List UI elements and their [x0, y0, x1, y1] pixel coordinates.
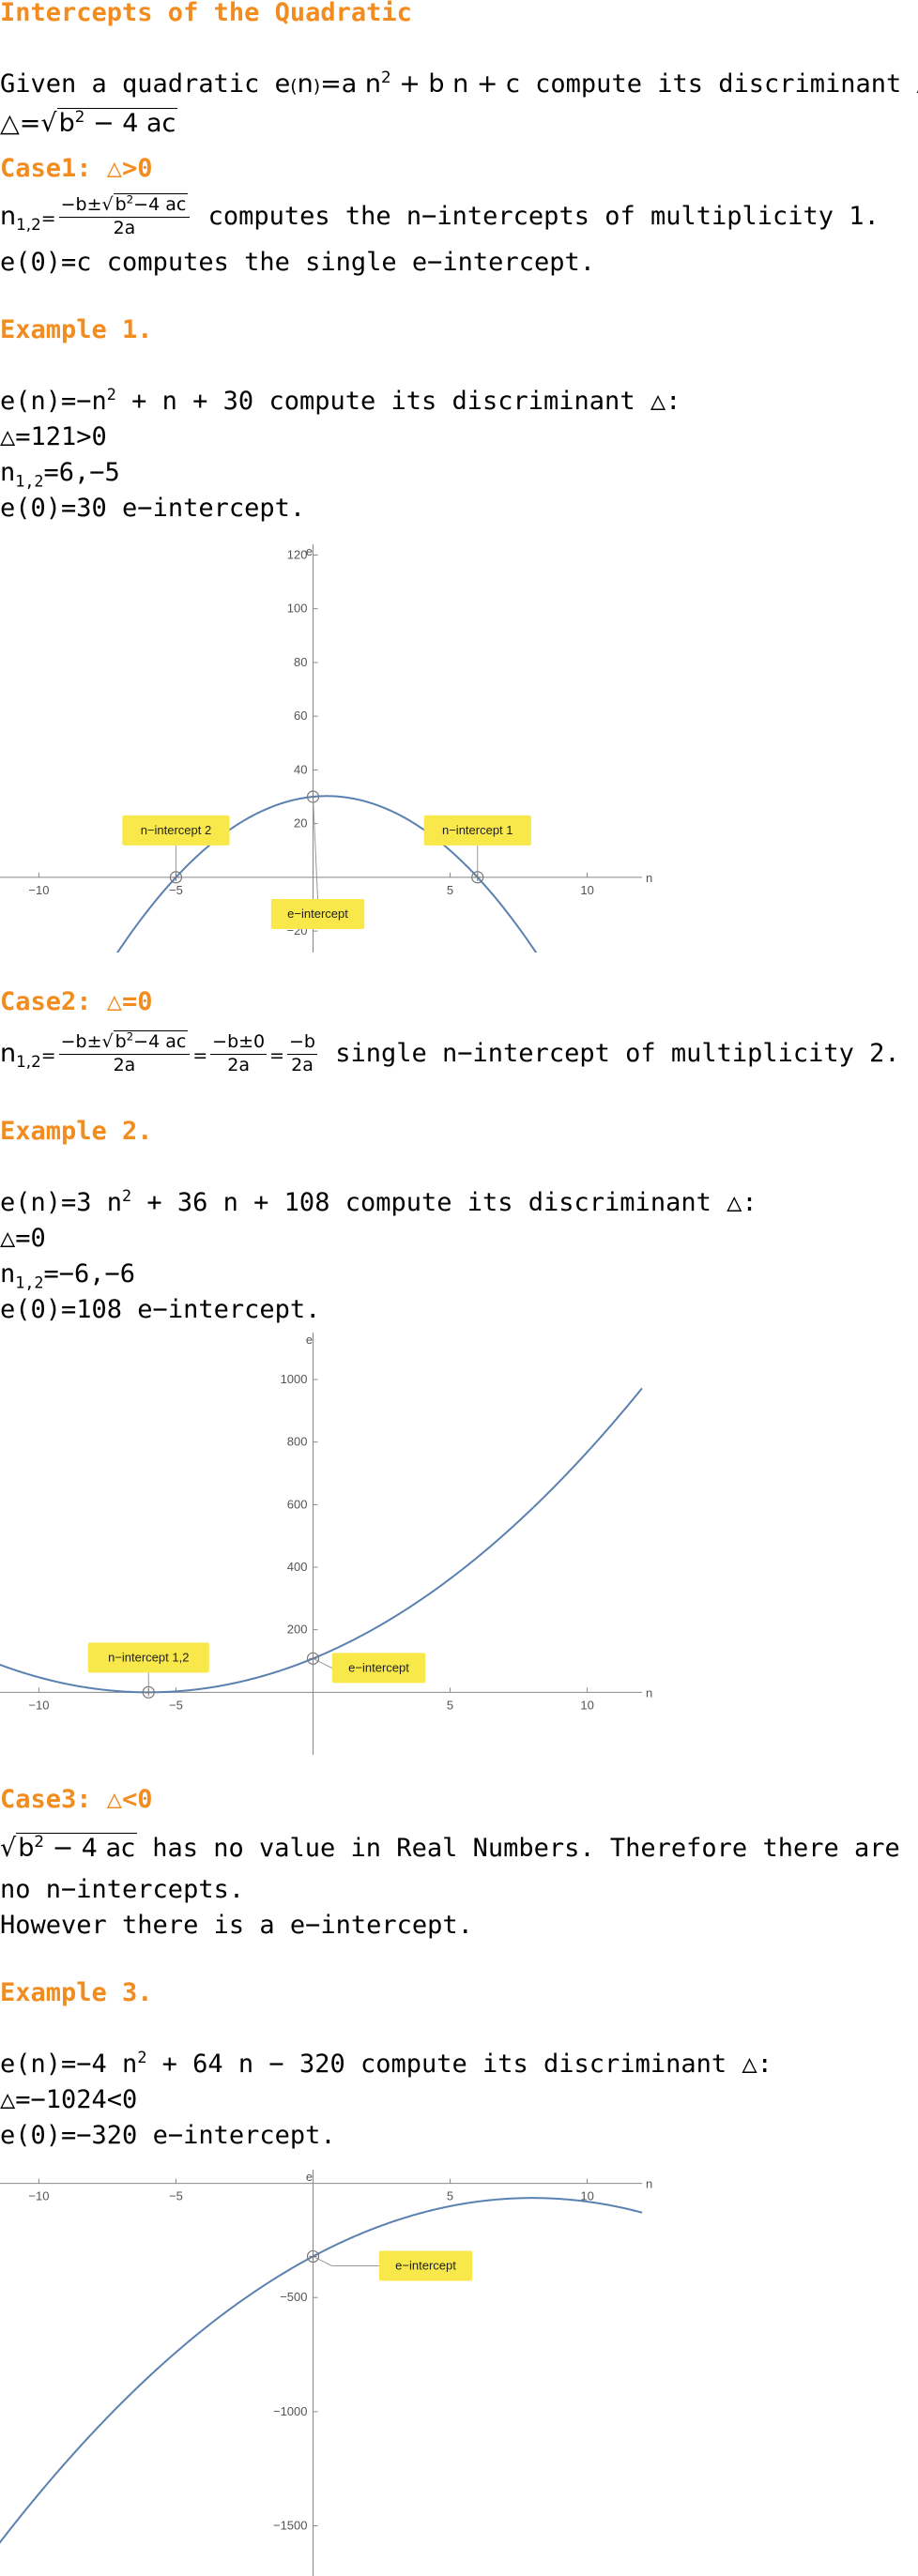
callout-box: [122, 815, 230, 846]
callout-box: [423, 815, 531, 846]
example3-header: Example 3.: [0, 1978, 153, 2007]
callout-leader: [313, 2255, 379, 2266]
x-tick-label: 5: [447, 2189, 453, 2203]
callout-label: e−intercept: [395, 2258, 456, 2272]
callout-box: [270, 899, 365, 930]
x-tick-label: 5: [447, 883, 453, 897]
example3-function: e(n)=−4 n2 + 64 n − 320 compute its disc…: [0, 2048, 773, 2079]
example2-discriminant: △=0: [0, 1224, 46, 1253]
example2-e0: e(0)=108 e−intercept.: [0, 1295, 321, 1324]
y-tick-label: 60: [294, 709, 307, 723]
x-tick-label: −10: [28, 2189, 49, 2203]
x-tick-label: −5: [169, 1698, 183, 1712]
x-tick-label: −5: [169, 883, 183, 897]
intercept-marker: [142, 1685, 155, 1699]
y-axis-label: e: [306, 2170, 313, 2184]
case3-line2: no n−intercepts.: [0, 1875, 245, 1904]
intercept-marker: [306, 1652, 320, 1665]
y-tick-label: 1000: [281, 1372, 308, 1386]
example3-discriminant: △=−1024<0: [0, 2085, 138, 2114]
callout-label: n−intercept 2: [141, 823, 212, 837]
x-tick-label: 10: [580, 1698, 593, 1712]
example3-e0: e(0)=−320 e−intercept.: [0, 2121, 336, 2150]
x-axis-label: n: [646, 871, 652, 885]
example2-function: e(n)=3 n2 + 36 n + 108 compute its discr…: [0, 1186, 757, 1217]
intercept-marker: [306, 2249, 320, 2264]
discriminant-formula: △=√b2 − 4 ac: [0, 107, 178, 138]
y-tick-label: 800: [287, 1435, 308, 1449]
case1-header: Case1: △>0: [0, 154, 153, 183]
intercept-marker: [471, 871, 484, 884]
callout-box: [331, 1653, 426, 1684]
x-tick-label: 5: [447, 1698, 453, 1712]
example1-roots: n1,2=6,−5: [0, 458, 120, 491]
y-tick-label: 80: [294, 655, 307, 669]
y-tick-label: 200: [287, 1623, 308, 1637]
callout-label: e−intercept: [348, 1660, 409, 1674]
y-tick-label: 400: [287, 1560, 308, 1574]
x-tick-label: −5: [169, 2189, 183, 2203]
x-tick-label: −10: [28, 1698, 49, 1712]
y-axis-label: e: [306, 544, 313, 558]
example1-header: Example 1.: [0, 315, 153, 344]
callout-label: e−intercept: [287, 907, 348, 921]
example1-discriminant: △=121>0: [0, 422, 107, 451]
page-title: Intercepts of the Quadratic: [0, 0, 412, 27]
quadratic-curve: [0, 2197, 643, 2544]
intro-line: Given a quadratic e(n)=a n2 + b n + c co…: [0, 68, 918, 99]
example2-header: Example 2.: [0, 1117, 153, 1146]
y-tick-label: −1500: [273, 2518, 308, 2532]
y-tick-label: 120: [287, 547, 308, 561]
callout-leader: [313, 796, 318, 900]
y-tick-label: 100: [287, 602, 308, 616]
intercept-marker: [169, 871, 183, 884]
quadratic-curve: [115, 795, 538, 953]
callout-box: [378, 2250, 473, 2281]
case3-line1: √b2 − 4 ac has no value in Real Numbers.…: [0, 1832, 900, 1863]
callout-label: n−intercept 1,2: [108, 1650, 189, 1664]
example2-roots: n1,2=−6,−6: [0, 1259, 136, 1292]
y-tick-label: −1000: [273, 2404, 308, 2418]
x-tick-label: −10: [28, 883, 49, 897]
x-axis-label: n: [646, 2177, 652, 2191]
case3-line3: However there is a e−intercept.: [0, 1911, 473, 1940]
x-axis-label: n: [646, 1685, 652, 1700]
y-tick-label: 40: [294, 762, 307, 776]
y-tick-label: −500: [280, 2290, 307, 2304]
callout-box: [87, 1642, 209, 1673]
case2-header: Case2: △=0: [0, 987, 153, 1016]
y-tick-label: 600: [287, 1497, 308, 1511]
callout-leader: [313, 1657, 332, 1669]
x-tick-label: 10: [580, 883, 593, 897]
example3-chart: n e −10 −5 5 10 −500 −1000 −1500 e−intercept: [0, 2170, 652, 2576]
callout-label: n−intercept 1: [442, 823, 513, 837]
example1-e0: e(0)=30 e−intercept.: [0, 494, 306, 523]
case1-e0: e(0)=c computes the single e−intercept.: [0, 248, 595, 277]
example1-function: e(n)=−n2 + n + 30 compute its discrimina…: [0, 385, 681, 416]
y-axis-label: e: [306, 1333, 313, 1347]
intercept-marker: [306, 790, 320, 803]
y-tick-label: 20: [294, 816, 307, 831]
example2-chart: n e −10 −5 5 10 200 400 600 800 1000 n−intercept 1,…: [0, 1333, 652, 1755]
case3-header: Case3: △<0: [0, 1785, 153, 1814]
x-tick-label: 10: [580, 2189, 593, 2203]
